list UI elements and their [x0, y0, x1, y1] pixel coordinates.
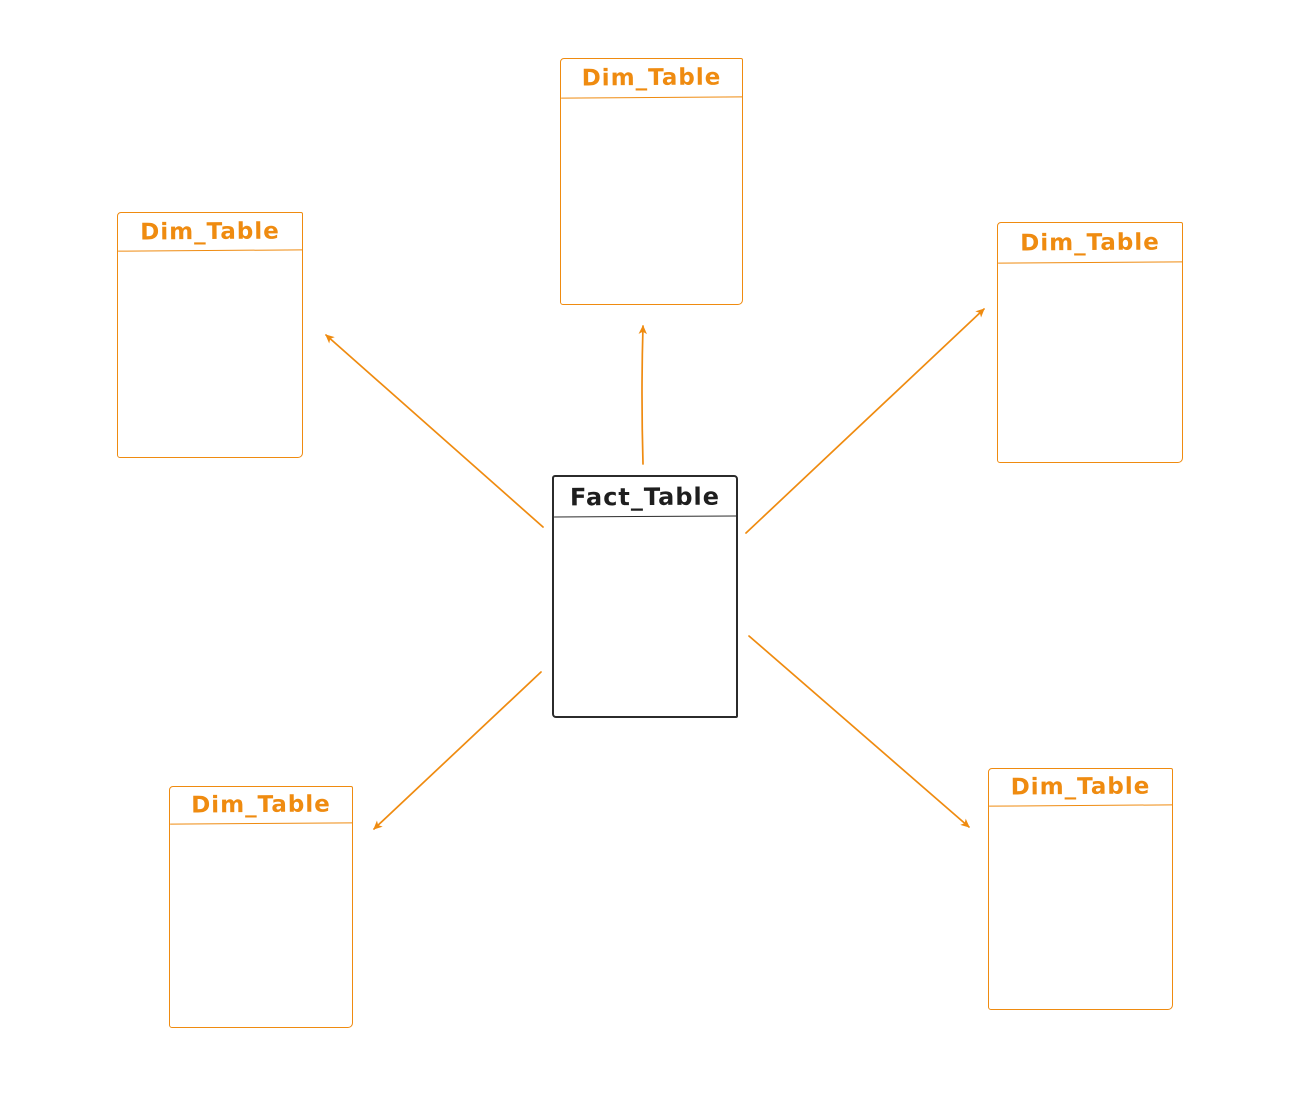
- arrow-fact-to-dim-bottom-right: [748, 635, 970, 828]
- arrow-fact-to-dim-right: [745, 308, 985, 534]
- dim-table-bottom-left-title: Dim_Table: [169, 786, 353, 825]
- dim-table-bottom-right: Dim_Table: [988, 768, 1173, 1010]
- dim-table-right: Dim_Table: [997, 222, 1183, 463]
- arrow-fact-to-dim-bottom-left: [373, 671, 542, 830]
- arrow-fact-to-dim-top: [638, 325, 647, 465]
- arrow-fact-to-dim-left: [325, 334, 544, 528]
- dim-table-left: Dim_Table: [117, 212, 303, 458]
- dim-table-top: Dim_Table: [560, 58, 743, 305]
- fact-table: Fact_Table: [552, 475, 738, 718]
- fact-table-title: Fact_Table: [553, 476, 737, 518]
- dim-table-left-title: Dim_Table: [117, 212, 303, 252]
- dim-table-bottom-right-title: Dim_Table: [988, 768, 1173, 807]
- dim-table-top-title: Dim_Table: [560, 58, 743, 99]
- dim-table-bottom-left: Dim_Table: [169, 786, 353, 1028]
- dim-table-right-title: Dim_Table: [997, 222, 1183, 264]
